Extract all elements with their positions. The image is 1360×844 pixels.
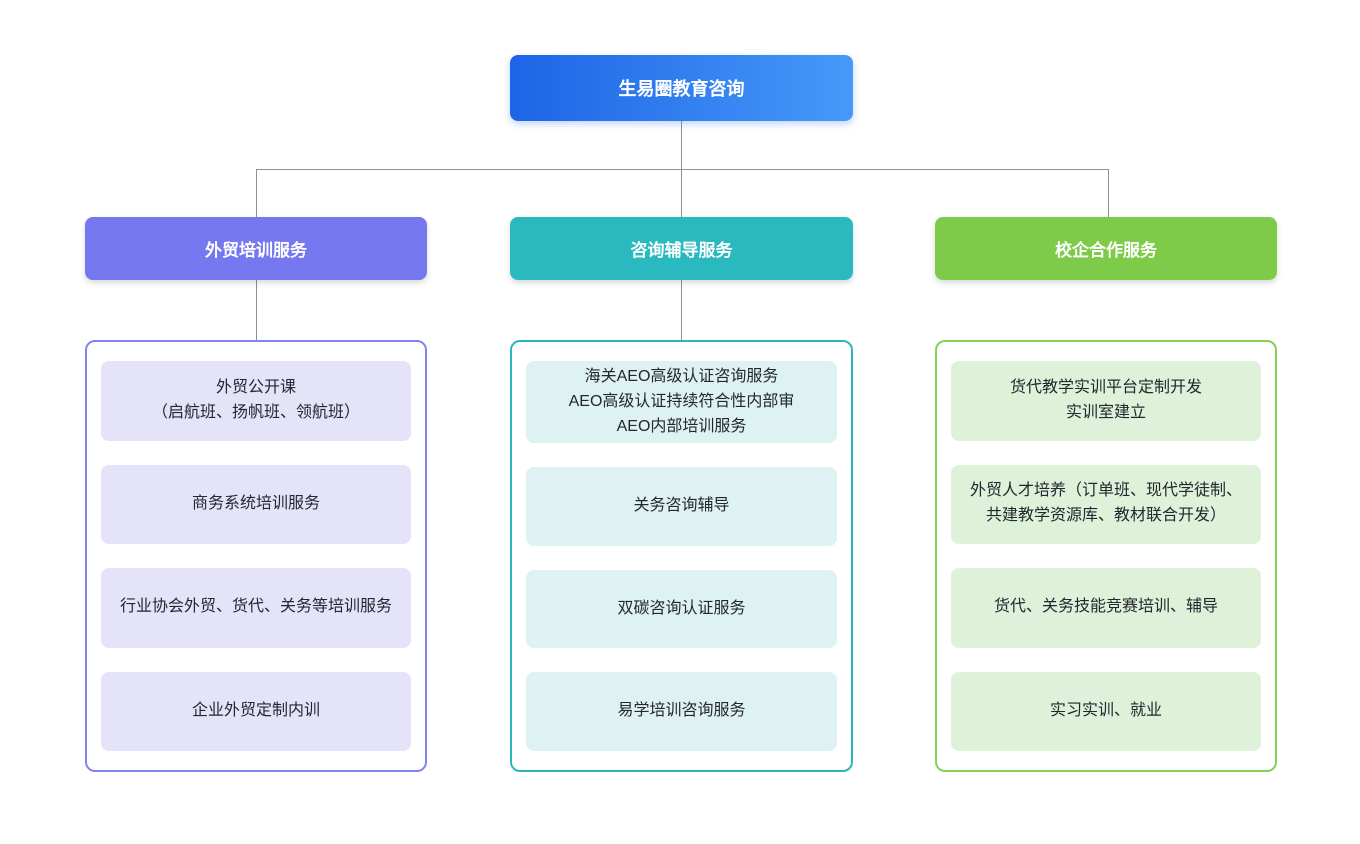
- leaf-node: 实习实训、就业: [951, 671, 1261, 751]
- connector-line: [256, 169, 257, 217]
- connector-line: [256, 169, 1109, 170]
- leaf-node: 行业协会外贸、货代、关务等培训服务: [101, 568, 411, 648]
- connector-line: [256, 280, 257, 340]
- branch-header-school-enterprise-cooperation: 校企合作服务: [935, 217, 1277, 280]
- branch-header-label: 咨询辅导服务: [630, 241, 733, 260]
- leaf-node: 海关AEO高级认证咨询服务 AEO高级认证持续符合性内部审 AEO内部培训服务: [526, 361, 837, 444]
- branch-body-school-enterprise-cooperation: 货代教学实训平台定制开发 实训室建立 外贸人才培养（订单班、现代学徒制、共建教学…: [935, 340, 1277, 772]
- leaf-node: 企业外贸定制内训: [101, 671, 411, 751]
- leaf-node: 关务咨询辅导: [526, 467, 837, 546]
- leaf-node: 外贸公开课 （启航班、扬帆班、领航班）: [101, 361, 411, 441]
- connector-line: [681, 121, 682, 169]
- root-node-label: 生易圈教育咨询: [618, 79, 745, 99]
- branch-header-label: 外贸培训服务: [205, 241, 307, 260]
- connector-line: [681, 280, 682, 340]
- connector-line: [681, 169, 682, 217]
- leaf-node: 货代、关务技能竞赛培训、辅导: [951, 568, 1261, 648]
- branch-body-foreign-trade-training: 外贸公开课 （启航班、扬帆班、领航班） 商务系统培训服务 行业协会外贸、货代、关…: [85, 340, 427, 772]
- branch-header-foreign-trade-training: 外贸培训服务: [85, 217, 427, 280]
- leaf-node: 货代教学实训平台定制开发 实训室建立: [951, 361, 1261, 441]
- branch-header-label: 校企合作服务: [1055, 241, 1157, 260]
- leaf-node: 外贸人才培养（订单班、现代学徒制、共建教学资源库、教材联合开发）: [951, 464, 1261, 544]
- leaf-node: 双碳咨询认证服务: [526, 569, 837, 649]
- branch-body-consulting-coaching: 海关AEO高级认证咨询服务 AEO高级认证持续符合性内部审 AEO内部培训服务 …: [510, 340, 853, 772]
- leaf-node: 易学培训咨询服务: [526, 672, 837, 751]
- connector-line: [1108, 169, 1109, 217]
- branch-header-consulting-coaching: 咨询辅导服务: [510, 217, 853, 280]
- leaf-node: 商务系统培训服务: [101, 464, 411, 544]
- root-node: 生易圈教育咨询: [510, 55, 853, 121]
